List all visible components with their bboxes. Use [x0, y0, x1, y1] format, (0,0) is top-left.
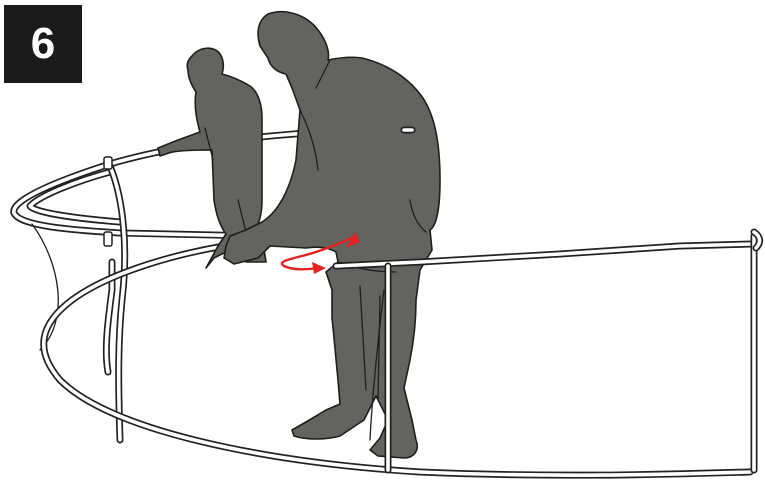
person-silhouette-icon	[224, 12, 440, 458]
left-posts	[104, 157, 125, 440]
